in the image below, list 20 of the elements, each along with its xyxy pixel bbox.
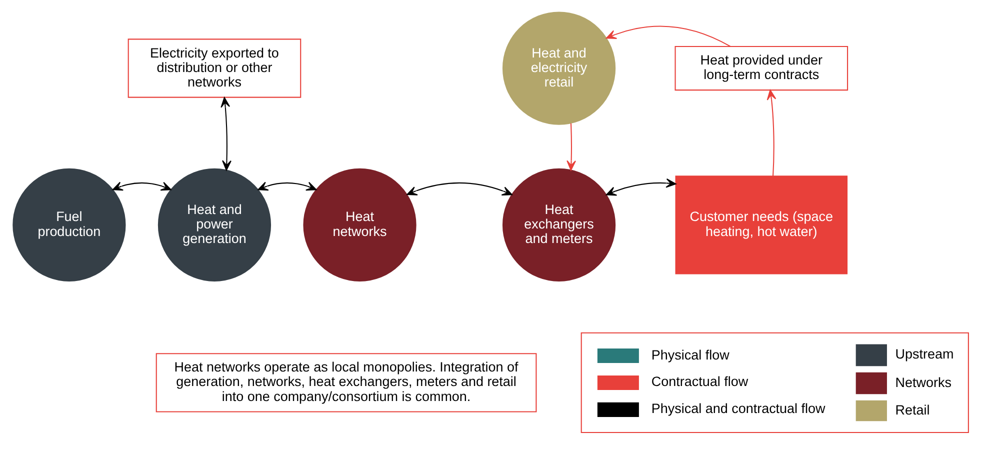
node-box: Heat provided under long-term contracts bbox=[674, 46, 848, 91]
node-box: Heat networks operate as local monopolies. Integration of generation, networks, heat exchangers, meters and retail into one company/consortium is common. bbox=[155, 353, 536, 412]
node-box: Electricity exported to distribution or other networks bbox=[127, 38, 301, 98]
node-circle: Heat and electricity retail bbox=[502, 12, 616, 125]
legend-label: Networks bbox=[894, 374, 951, 390]
arrow bbox=[766, 90, 776, 176]
legend-label: Retail bbox=[894, 402, 930, 418]
legend-label: Upstream bbox=[894, 346, 954, 362]
arrow bbox=[112, 182, 171, 191]
arrow bbox=[257, 182, 316, 191]
legend-label: Contractual flow bbox=[650, 374, 748, 390]
arrow bbox=[220, 97, 231, 171]
node-circle: Heat and power generation bbox=[157, 168, 271, 282]
arrow bbox=[566, 123, 576, 171]
arrow bbox=[605, 26, 730, 47]
node-box: Customer needs (space heating, hot water) bbox=[674, 176, 848, 274]
arrow bbox=[605, 178, 676, 196]
arrow bbox=[406, 182, 512, 196]
legend-label: Physical and contractual flow bbox=[650, 401, 825, 416]
legend-label: Physical flow bbox=[650, 347, 729, 362]
